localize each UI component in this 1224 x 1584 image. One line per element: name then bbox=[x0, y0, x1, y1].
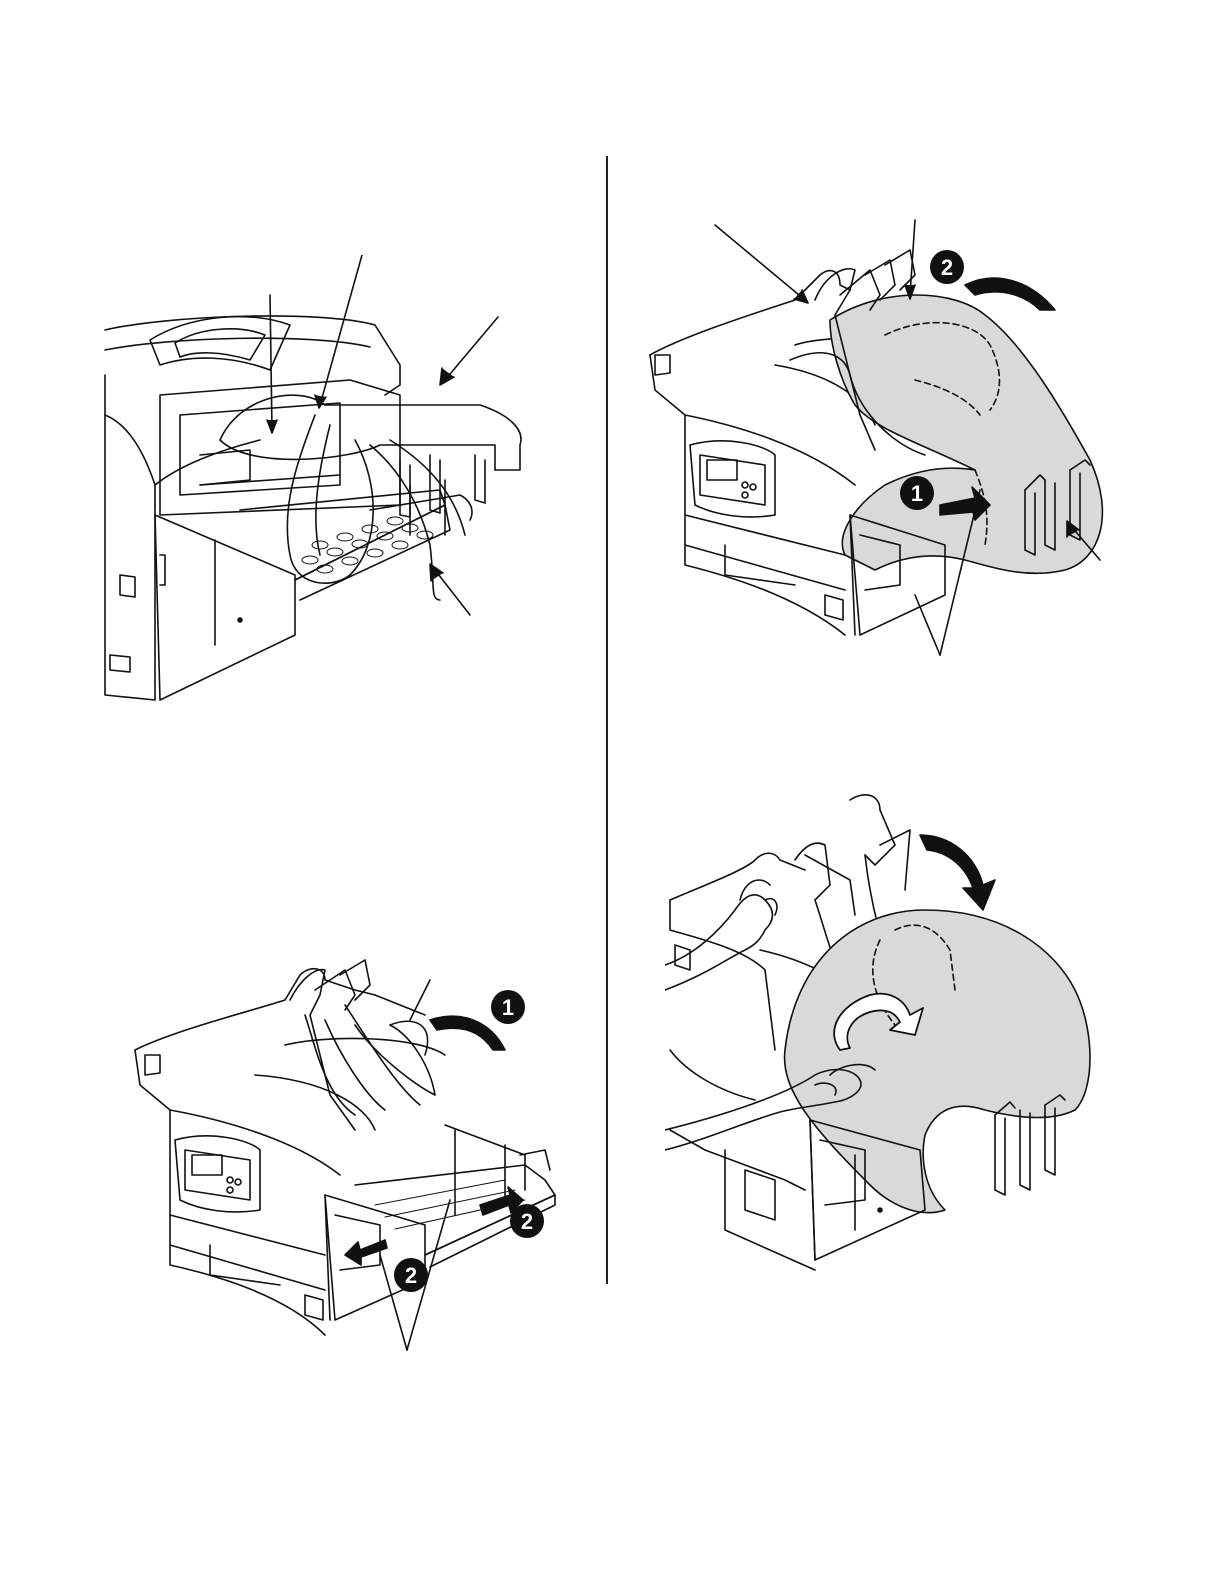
step-badge-1-label: 1 bbox=[911, 481, 923, 506]
wire-guide bbox=[220, 395, 521, 470]
column-divider bbox=[606, 156, 608, 1284]
printer-body-outline bbox=[670, 853, 805, 900]
banner-paper bbox=[785, 910, 1090, 1213]
arrow-curve-step-1 bbox=[430, 1016, 505, 1050]
step-badge-2-left-label: 2 bbox=[405, 1263, 417, 1288]
step-badge-2-right: 2 bbox=[510, 1204, 544, 1238]
leader-line-top-left bbox=[715, 225, 805, 300]
arrow-curve-step-2 bbox=[965, 278, 1055, 310]
figure-paper-into-stacker: 2 1 bbox=[645, 215, 1110, 665]
side-door bbox=[325, 1195, 425, 1320]
step-badge-1: 1 bbox=[900, 476, 934, 510]
printer-body-outline bbox=[650, 271, 850, 355]
arrow-curve-down bbox=[920, 835, 995, 910]
banner-paper bbox=[830, 295, 1102, 573]
leader-line-4 bbox=[435, 570, 470, 615]
figure-stacker-installed bbox=[100, 255, 530, 705]
step-badge-1-label: 1 bbox=[502, 995, 514, 1020]
printer-body-outline bbox=[135, 969, 425, 1050]
leader-line-3 bbox=[445, 317, 498, 380]
figure-stacker-arms-raised: 1 2 2 bbox=[125, 955, 565, 1355]
stacker-arm bbox=[795, 843, 830, 900]
left-hand bbox=[665, 895, 773, 990]
leader-line-top bbox=[410, 980, 430, 1020]
side-door bbox=[155, 515, 295, 700]
step-badge-2-label: 2 bbox=[941, 255, 953, 280]
step-badge-1: 1 bbox=[491, 990, 525, 1024]
figure-paper-roll-guided bbox=[665, 790, 1095, 1280]
stacker-tray bbox=[240, 490, 445, 580]
step-badge-2-left: 2 bbox=[394, 1258, 428, 1292]
step-badge-2-right-label: 2 bbox=[521, 1209, 533, 1234]
step-badge-2: 2 bbox=[930, 250, 964, 284]
